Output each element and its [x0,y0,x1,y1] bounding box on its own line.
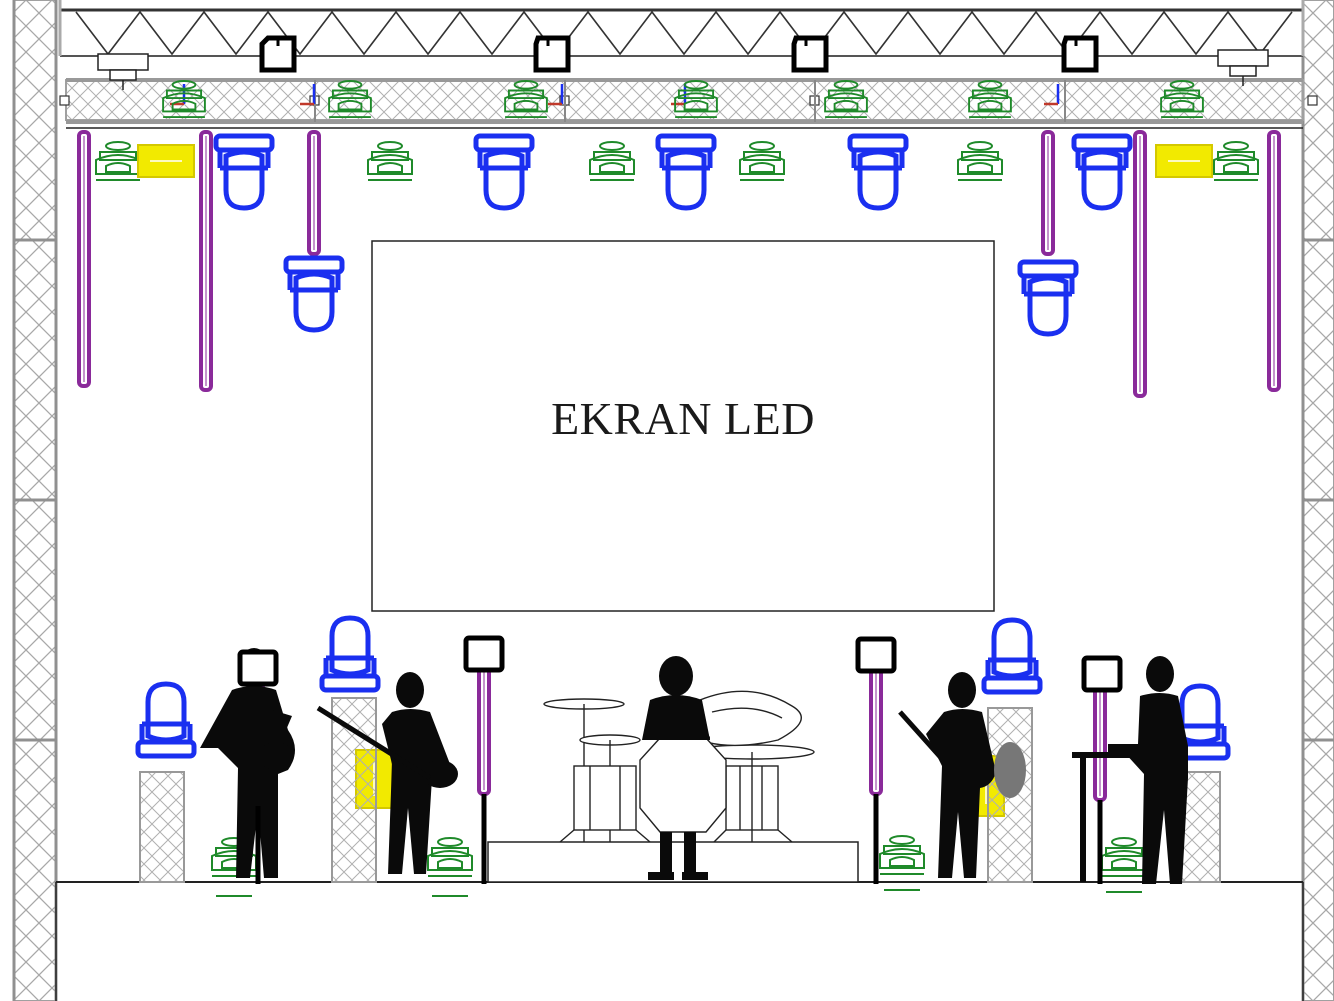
drum-kit-icon [543,690,815,843]
led-screen-label: EKRAN LED [551,393,815,444]
led-bar-icon [307,130,321,256]
led-bar-icon [477,666,491,796]
roof-truss [58,0,1305,57]
stage-truss-tower [139,771,185,883]
stage-light-head [1081,655,1123,693]
led-wash-icon [1101,837,1147,877]
moving-head-fixtures [135,133,1231,761]
axis-gizmo [548,84,564,106]
led-wash-icon [957,141,1003,181]
led-wash-icon [328,80,372,119]
led-bar-icon [1041,130,1055,256]
moving-head-icon [655,133,717,211]
wash-fixtures [95,80,1259,877]
moving-head-icon [283,255,345,333]
stage-truss-tower [331,697,377,883]
hoist-2 [533,35,571,73]
led-wash-icon [504,80,548,119]
led-wash-icon [95,141,141,181]
moving-head-icon [319,615,381,693]
left-truss-tower [12,0,58,1001]
clamp-spot-icon [1217,49,1269,86]
led-wash-icon [162,80,206,119]
moving-head-icon [847,133,909,211]
stage-light-head [855,636,897,674]
moving-head-icon [1017,259,1079,337]
led-wash-icon [367,141,413,181]
led-wash-icon [674,80,718,119]
vertical-led-bars-stage [237,635,1123,884]
led-bar-icon [199,130,213,392]
led-wash-icon [879,835,925,875]
chain-hoists [259,35,1099,73]
drummer-silhouette [642,656,710,880]
led-wash-icon [968,80,1012,119]
led-screen [371,240,995,612]
floor-glow-lines [216,889,1142,897]
axis-gizmo [300,84,316,106]
axis-gizmo [1044,84,1060,106]
moving-head-icon [473,133,535,211]
led-wash-icon [1160,80,1204,119]
hoist-4 [1061,35,1099,73]
moving-head-icon [981,617,1043,695]
led-bar-icon [1133,130,1147,398]
right-truss-tower [1301,0,1334,1001]
led-wash-icon [824,80,868,119]
stage-floor [55,881,1304,1001]
led-wash-icon [739,141,785,181]
musician-right-1 [898,672,1026,878]
led-bar-icon [77,130,91,388]
led-bar-icon [1267,130,1281,392]
moving-head-icon [135,681,197,759]
moving-head-icon [213,133,275,211]
led-wash-icon [427,837,473,877]
stage-light-head [237,649,279,687]
moving-head-icon [1071,133,1133,211]
hoist-1 [259,35,297,73]
musician-left-2 [316,672,458,874]
led-bar-icon [1093,686,1107,802]
stage-light-head [463,635,505,673]
led-wash-icon [589,141,635,181]
clamp-spot-icon [97,53,149,90]
musician-right-2 [1072,656,1188,884]
led-bar-icon [869,666,883,796]
hoist-3 [791,35,829,73]
led-wash-icon [1213,141,1259,181]
